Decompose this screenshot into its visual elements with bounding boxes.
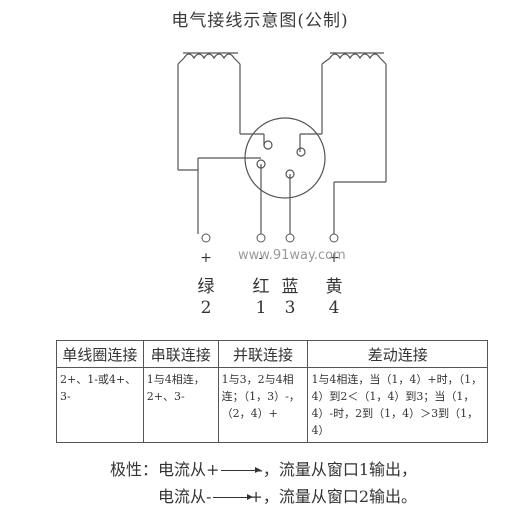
terminal-sign: - (258, 250, 264, 266)
header-single-coil: 单线圈连接 (56, 340, 144, 368)
cell-single-coil: 2+、1-或4+、3- (56, 367, 144, 443)
terminal-sign: + (200, 250, 212, 266)
cell-differential: 1与4相连，当（1，4）+时，（1，4）到2＜（1，4）到3；当（1，4）-时，… (307, 367, 488, 443)
watermark: www.91way.com (238, 248, 346, 263)
terminal-3 (285, 233, 295, 243)
polarity-line-2-end: + (249, 487, 263, 506)
left-coil (177, 52, 265, 171)
terminal-1 (201, 233, 211, 243)
terminal-name: 绿 (197, 277, 215, 297)
terminal-name: 红 (252, 277, 270, 297)
header-parallel: 并联连接 (217, 340, 309, 368)
terminal-sign: + (328, 250, 340, 266)
header-differential: 差动连接 (307, 340, 488, 368)
polarity-line-2-suffix: ，流量从窗口2输出。 (262, 487, 418, 506)
terminal-number: 3 (284, 298, 296, 318)
terminal-2 (256, 233, 266, 243)
right-coil (299, 52, 387, 183)
terminal-name: 蓝 (281, 277, 299, 297)
terminal-number: 1 (255, 298, 267, 318)
table-row: 2+、1-或4+、3- 1与4相连，2+、3- 1与3，2与4相连；（1，3）-… (56, 367, 488, 443)
diagram-title: 电气接线示意图(公制) (171, 11, 349, 31)
polarity-line-2-prefix: 电流从- (158, 487, 212, 506)
cell-series: 1与4相连，2+、3- (142, 367, 219, 443)
terminal-name: 黄 (325, 277, 343, 297)
header-series: 串联连接 (142, 340, 219, 368)
arrow-icon (221, 467, 262, 473)
polarity-line-2: 电流从- +，流量从窗口2输出。 (158, 483, 417, 507)
polarity-line-1: 极性：电流从+-，流量从窗口1输出， (110, 456, 417, 480)
terminal-number: 2 (200, 298, 212, 318)
polarity-line-1-suffix: ，流量从窗口1输出， (262, 460, 418, 479)
connection-table: 单线圈连接 串联连接 并联连接 差动连接 2+、1-或4+、3- 1与4相连，2… (56, 340, 488, 443)
polarity-line-1-prefix: 极性：电流从+ (110, 460, 220, 479)
table-header-row: 单线圈连接 串联连接 并联连接 差动连接 (56, 340, 488, 368)
wiring-diagram (177, 52, 387, 243)
terminal-4 (329, 233, 339, 243)
cell-parallel: 1与3，2与4相连；（1，3）-，（2，4）+ (217, 367, 309, 443)
terminal-number: 4 (328, 298, 340, 318)
arrow-icon (213, 494, 254, 500)
